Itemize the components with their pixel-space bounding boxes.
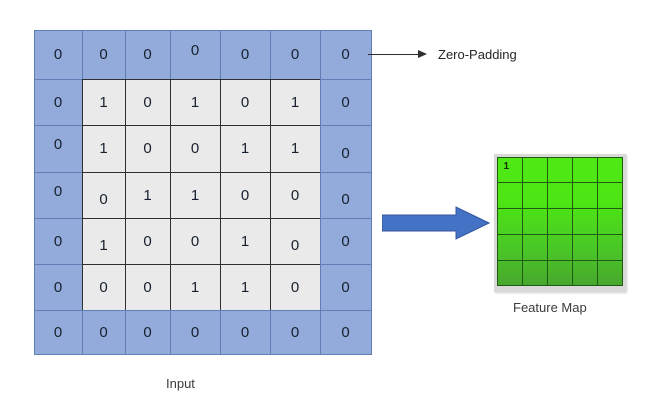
input-cell-r5-c3: 0: [124, 217, 171, 265]
zero-padding-annotation: Zero-Padding: [368, 44, 517, 64]
feature-map-cell-r3-c1: [496, 208, 523, 235]
feature-map-cell-r2-c5: [596, 182, 623, 210]
input-caption: Input: [166, 376, 195, 391]
feature-map-cell-r5-c4: [571, 259, 598, 287]
zero-padding-leader-line: [368, 53, 418, 55]
input-cell-r3-c1: 0: [33, 124, 83, 173]
feature-map-cell-r2-c3: [546, 182, 573, 210]
input-cell-r7-c4: 0: [169, 309, 221, 355]
input-cell-r3-c3: 0: [124, 124, 171, 173]
input-cell-r3-c6: 1: [269, 124, 321, 173]
input-cell-r1-c7: 0: [319, 29, 372, 80]
input-cell-r1-c6: 0: [269, 29, 321, 80]
feature-map-cell-r1-c4: [571, 156, 598, 184]
input-cell-r4-c2: 0: [81, 171, 126, 219]
input-cell-r5-c6: 0: [269, 217, 321, 265]
feature-map-cell-r5-c2: [521, 259, 548, 287]
input-cell-r5-c4: 0: [169, 217, 221, 265]
feature-map-cell-r3-c2: [521, 208, 548, 235]
input-cell-r6-c3: 0: [124, 263, 171, 311]
feature-map-panel: 1: [494, 154, 626, 292]
input-cell-r7-c1: 0: [33, 309, 83, 355]
feature-map-cell-r3-c3: [546, 208, 573, 235]
feature-map-cell-r5-c5: [596, 259, 623, 287]
feature-map-cell-r4-c3: [546, 233, 573, 261]
input-cell-r5-c2: 1: [81, 217, 126, 265]
input-cell-r1-c5: 0: [219, 29, 271, 80]
feature-map-cell-r2-c4: [571, 182, 598, 210]
input-cell-r6-c1: 0: [33, 263, 83, 311]
input-cell-r3-c7: 0: [319, 124, 372, 173]
input-cell-r5-c7: 0: [319, 217, 372, 265]
feature-map-cell-r4-c4: [571, 233, 598, 261]
input-cell-r6-c4: 1: [169, 263, 221, 311]
feature-map-cell-r1-c3: [546, 156, 573, 184]
flow-arrow-icon: [382, 206, 490, 240]
input-cell-r6-c5: 1: [219, 263, 271, 311]
input-cell-r7-c7: 0: [319, 309, 372, 355]
input-cell-r2-c1: 0: [33, 78, 83, 126]
input-cell-r4-c5: 0: [219, 171, 271, 219]
input-cell-r2-c6: 1: [269, 78, 321, 126]
feature-map-caption: Feature Map: [513, 300, 587, 315]
input-cell-r5-c5: 1: [219, 217, 271, 265]
input-cell-r4-c7: 0: [319, 171, 372, 219]
feature-map-cell-r5-c3: [546, 259, 573, 287]
input-cell-r2-c7: 0: [319, 78, 372, 126]
feature-map-cell-r2-c2: [521, 182, 548, 210]
feature-map-cell-r1-c2: [521, 156, 548, 184]
input-cell-r4-c1: 0: [33, 171, 83, 219]
input-cell-r5-c1: 0: [33, 217, 83, 265]
input-cell-r2-c5: 0: [219, 78, 271, 126]
input-cell-r3-c2: 1: [81, 124, 126, 173]
input-cell-r3-c4: 0: [169, 124, 221, 173]
input-cell-r7-c6: 0: [269, 309, 321, 355]
zero-padding-label: Zero-Padding: [438, 46, 517, 62]
feature-map-cell-r2-c1: [496, 182, 523, 210]
input-cell-r1-c2: 0: [81, 29, 126, 80]
input-cell-r7-c5: 0: [219, 309, 271, 355]
feature-map-grid: 1: [496, 156, 623, 287]
input-cell-r6-c6: 0: [269, 263, 321, 311]
arrow-right-icon: [418, 50, 427, 58]
input-cell-r6-c7: 0: [319, 263, 372, 311]
input-cell-r2-c3: 0: [124, 78, 171, 126]
feature-map-cell-r4-c1: [496, 233, 523, 261]
feature-map-cell-r1-c1: 1: [496, 156, 523, 184]
feature-map-cell-r3-c4: [571, 208, 598, 235]
input-cell-r6-c2: 0: [81, 263, 126, 311]
feature-map-cell-r3-c5: [596, 208, 623, 235]
feature-map-cell-r5-c1: [496, 259, 523, 287]
input-cell-r1-c3: 0: [124, 29, 171, 80]
input-cell-r4-c3: 1: [124, 171, 171, 219]
feature-map-cell-value: 1: [503, 160, 510, 172]
input-cell-r2-c2: 1: [81, 78, 126, 126]
input-cell-r1-c1: 0: [33, 29, 83, 80]
input-cell-r1-c4: 0: [169, 29, 221, 80]
input-cell-r4-c4: 1: [169, 171, 221, 219]
feature-map-cell-r4-c2: [521, 233, 548, 261]
input-cell-r2-c4: 1: [169, 78, 221, 126]
input-cell-r7-c3: 0: [124, 309, 171, 355]
input-cell-r3-c5: 1: [219, 124, 271, 173]
input-cell-r7-c2: 0: [81, 309, 126, 355]
input-cell-r4-c6: 0: [269, 171, 321, 219]
feature-map-cell-r4-c5: [596, 233, 623, 261]
feature-map-cell-r1-c5: [596, 156, 623, 184]
